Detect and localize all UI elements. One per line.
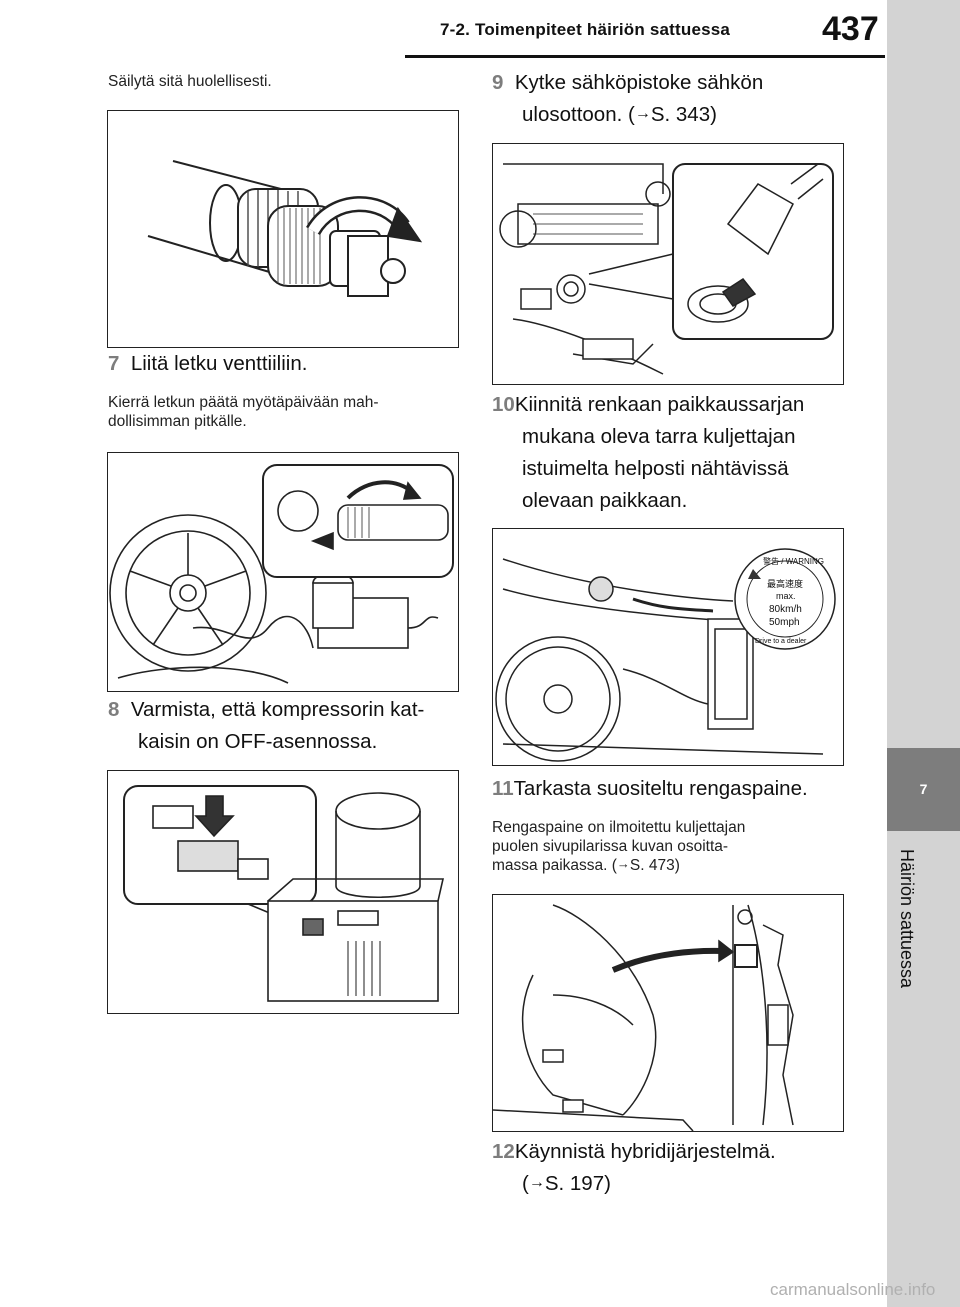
step-9-ref[interactable]: S. 343) xyxy=(650,103,717,126)
sticker-speed-label: 最高速度 xyxy=(767,578,803,590)
sticker-warning: 警告 / WARNING xyxy=(763,556,824,566)
figure-dashboard-sticker: 警告 / WARNING 最高速度 max. 80km/h 50mph Driv… xyxy=(492,528,844,766)
step-7-note: Kierrä letkun päätä myötäpäivään mah- do… xyxy=(108,393,379,431)
figure-compressor-switch xyxy=(107,770,459,1014)
step-7-number: 7 xyxy=(108,352,120,375)
step-9-line2-text: ulosottoon. ( xyxy=(522,103,635,126)
step-8-line1: Varmista, että kompressorin kat- xyxy=(130,698,425,721)
step-10-line2: mukana oleva tarra kuljettajan xyxy=(522,425,796,448)
chapter-title-text: Häiriön sattuessa xyxy=(897,849,917,989)
step-12-line1: Käynnistä hybridijärjestelmä. xyxy=(514,1140,776,1163)
figure-tire-compressor xyxy=(107,452,459,692)
figure-power-outlet xyxy=(492,143,844,385)
hose-icon xyxy=(147,160,423,297)
warning-sticker: 警告 / WARNING 最高速度 max. 80km/h 50mph Driv… xyxy=(734,548,836,650)
figure-hose-nozzle xyxy=(107,110,459,348)
step-11-note-line3: massa paikassa. (→S. 473) xyxy=(492,856,745,875)
step-10-number: 10 xyxy=(492,393,515,416)
step-9: 9 Kytke sähköpistoke sähkön ulosottoon. … xyxy=(492,67,763,133)
figure-door-pillar xyxy=(492,894,844,1132)
step-12: 12Käynnistä hybridijärjestelmä. (→S. 197… xyxy=(492,1136,776,1202)
sticker-bottom-text: Drive to a dealer xyxy=(755,638,807,645)
step-11-number: 11 xyxy=(492,777,514,800)
step-12-line2-text: ( xyxy=(522,1172,529,1195)
wheel-icon xyxy=(109,464,454,684)
step-9-line2: ulosottoon. (→S. 343) xyxy=(492,99,763,133)
ref-arrow-icon: → xyxy=(528,1174,545,1191)
step-7-note-line2: dollisimman pitkälle. xyxy=(108,413,247,430)
step-10-line1: Kiinnitä renkaan paikkaussarjan xyxy=(514,393,805,416)
intro-note: Säilytä sitä huolellisesti. xyxy=(108,73,272,90)
chapter-title-vertical: Häiriön sattuessa xyxy=(893,845,923,1015)
compressor-switch-illustration xyxy=(123,785,445,1002)
step-11-note-line3-text: massa paikassa. ( xyxy=(492,857,617,874)
step-11: 11Tarkasta suositeltu rengaspaine. xyxy=(492,773,808,805)
ref-arrow-icon: → xyxy=(634,105,651,122)
dashboard-sticker-illustration: 警告 / WARNING 最高速度 max. 80km/h 50mph Driv… xyxy=(495,548,836,762)
step-10-line4: olevaan paikkaan. xyxy=(522,489,688,512)
step-9-line1: Kytke sähköpistoke sähkön xyxy=(514,71,764,94)
step-10-line3: istuimelta helposti nähtävissä xyxy=(522,457,789,480)
step-9-number: 9 xyxy=(492,71,504,94)
sticker-mph: 50mph xyxy=(769,617,800,628)
sticker-kmh: 80km/h xyxy=(769,604,802,615)
door-pillar-illustration xyxy=(493,904,794,1131)
step-12-line2: (→S. 197) xyxy=(492,1168,776,1202)
step-8-line2: kaisin on OFF-asennossa. xyxy=(138,730,378,753)
header-divider xyxy=(405,55,885,58)
step-8-number: 8 xyxy=(108,698,120,721)
step-11-text: Tarkasta suositeltu rengaspaine. xyxy=(513,777,808,800)
ref-arrow-icon: → xyxy=(616,856,630,871)
step-7-note-line1: Kierrä letkun päätä myötäpäivään mah- xyxy=(108,394,379,411)
chapter-number-tab[interactable]: 7 xyxy=(887,748,960,831)
step-7-text: Liitä letku venttiiliin. xyxy=(130,352,308,375)
sticker-max: max. xyxy=(776,591,796,601)
step-7: 7 Liitä letku venttiiliin. xyxy=(108,348,307,380)
step-12-ref[interactable]: S. 197) xyxy=(544,1172,611,1195)
side-tab-strip xyxy=(887,0,960,1307)
step-11-note: Rengaspaine on ilmoitettu kuljettajan pu… xyxy=(492,818,745,875)
step-11-note-line2: puolen sivupilarissa kuvan osoitta- xyxy=(492,838,729,855)
page-number: 437 xyxy=(822,10,879,48)
step-8: 8 Varmista, että kompressorin kat- kaisi… xyxy=(108,694,424,758)
step-11-ref[interactable]: S. 473) xyxy=(629,857,680,874)
section-title: 7-2. Toimenpiteet häiriön sattuessa xyxy=(440,20,731,39)
watermark: carmanualsonline.info xyxy=(770,1280,936,1299)
power-outlet-illustration xyxy=(499,163,834,375)
step-10: 10Kiinnitä renkaan paikkaussarjan mukana… xyxy=(492,389,804,517)
step-12-number: 12 xyxy=(492,1140,515,1163)
step-11-note-line1: Rengaspaine on ilmoitettu kuljettajan xyxy=(492,819,746,836)
